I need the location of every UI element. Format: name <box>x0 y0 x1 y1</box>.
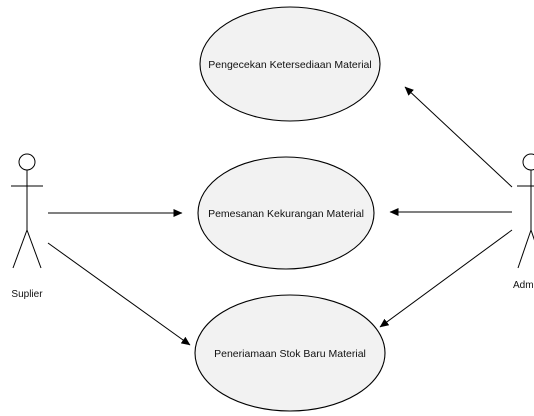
use-case-ellipse <box>194 294 386 412</box>
use-case-ellipse <box>197 156 375 270</box>
use-case-order-shortage[interactable]: Pemesanan Kekurangan Material <box>197 156 375 270</box>
actor-label: Adm <box>513 280 534 291</box>
association-admin-to-check-stock[interactable] <box>404 86 513 188</box>
association-supplier-to-receive-stock[interactable] <box>47 242 191 346</box>
stick-figure-icon <box>11 153 43 269</box>
use-case-check-stock[interactable]: Pengecekan Ketersediaan Material <box>199 6 381 122</box>
use-case-receive-stock[interactable]: Peneriamaan Stok Baru Material <box>194 294 386 412</box>
stick-figure-icon <box>517 153 534 269</box>
actor-label: Suplier <box>11 289 43 300</box>
actor-supplier[interactable]: Suplier <box>11 153 43 300</box>
use-case-ellipse <box>199 6 381 122</box>
association-admin-to-receive-stock[interactable] <box>379 229 513 328</box>
use-case-label: Peneriamaan Stok Baru Material <box>214 348 366 360</box>
use-case-label: Pemesanan Kekurangan Material <box>208 208 364 220</box>
actor-admin[interactable]: Adm <box>513 153 534 291</box>
use-case-label: Pengecekan Ketersediaan Material <box>208 59 371 71</box>
